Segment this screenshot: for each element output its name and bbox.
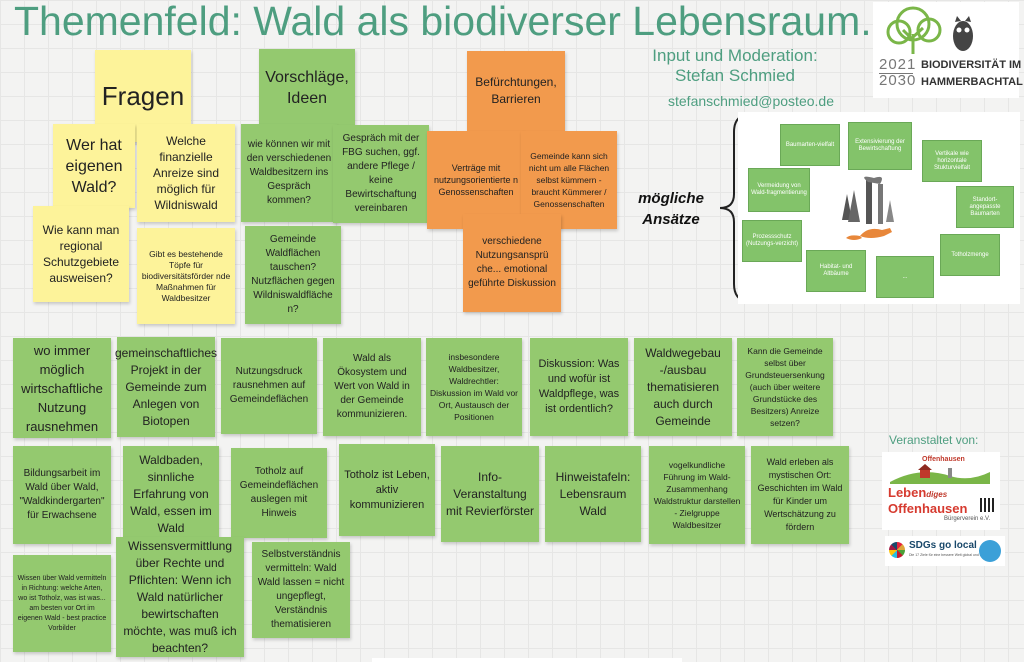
ansatz-extensivierung: Extensivierung der Bewirtschaftung xyxy=(848,122,912,170)
org-place: Offenhausen xyxy=(922,456,965,463)
note-rechte-pflichten[interactable]: Wissensvermittlung über Rechte und Pflic… xyxy=(116,537,244,657)
partner-logo-icon xyxy=(979,540,1001,562)
note-totholz-leben[interactable]: Totholz ist Leben, aktiv kommunizieren xyxy=(339,444,435,536)
note-hinweistafeln[interactable]: Hinweistafeln: Lebensraum Wald xyxy=(545,446,641,542)
moderator-email: stefanschmied@posteo.de xyxy=(668,93,834,109)
note-revierfoerster[interactable]: Info-Veranstaltung mit Revierförster xyxy=(441,446,539,542)
note-totholz-auslegen[interactable]: Totholz auf Gemeindeflächen auslegen mit… xyxy=(231,448,327,538)
bottom-strip xyxy=(372,658,682,662)
ansatz-vermeidung: Vermeidung von Wald-fragmentierung xyxy=(748,168,810,212)
note-fbg[interactable]: Gespräch mit der FBG suchen, ggf. andere… xyxy=(333,125,429,223)
sdg-wheel-icon xyxy=(889,542,905,558)
ansatz-baumartenvielfalt: Baumarten-vielfalt xyxy=(780,124,840,166)
moderator-name: Stefan Schmied xyxy=(674,66,795,85)
note-selbstverstaendnis[interactable]: Selbstverständnis vermitteln: Wald Wald … xyxy=(252,542,350,638)
note-biotope[interactable]: gemeinschaftliches Projekt in der Gemein… xyxy=(115,337,217,437)
note-waldbesitzer-gespraech[interactable]: wie können wir mit den verschiedenen Wal… xyxy=(241,124,337,222)
note-befuerchtungen[interactable]: Befürchtungen, Barrieren xyxy=(467,51,565,131)
note-schutzgebiete[interactable]: Wie kann man regional Schutzgebiete ausw… xyxy=(33,206,129,302)
veranstalter-label: Veranstaltet von: xyxy=(889,433,979,447)
ansatz-prozessschutz: Prozessschutz (Nutzungs-verzicht) xyxy=(742,220,802,262)
note-oekosystem[interactable]: Wald als Ökosystem und Wert von Wald in … xyxy=(323,338,421,436)
note-waldbaden[interactable]: Waldbaden, sinnliche Erfahrung von Wald,… xyxy=(123,446,219,542)
ansatz-standort: Standort-angepasste Baumarten xyxy=(956,186,1014,228)
note-vertraege[interactable]: Verträge mit nutzungsorientierte n Genos… xyxy=(427,131,525,229)
sdg-logo: SDGs go local Die 17 Ziele für eine bess… xyxy=(885,536,1005,566)
note-bildungsarbeit[interactable]: Bildungsarbeit im Wald über Wald, "Waldk… xyxy=(13,446,111,544)
note-waldpflege[interactable]: Diskussion: Was und wofür ist Waldpflege… xyxy=(530,338,628,436)
note-nutzungsdruck[interactable]: Nutzungsdruck rausnehmen auf Gemeindeflä… xyxy=(221,338,317,434)
ansaetze-diagram: Baumarten-vielfalt Extensivierung der Be… xyxy=(738,112,1020,304)
tree-owl-icon xyxy=(886,6,973,54)
page-title: Themenfeld: Wald als biodiverser Lebensr… xyxy=(14,0,872,44)
note-kuemmerer[interactable]: Gemeinde kann sich nicht um alle Flächen… xyxy=(521,131,617,229)
brace-icon xyxy=(719,113,749,303)
note-waldrechtler[interactable]: insbesondere Waldbesitzer, Waldrechtler:… xyxy=(426,338,522,436)
note-nutzungsansprueche[interactable]: verschiedene Nutzungsansprü che... emoti… xyxy=(463,214,561,312)
forest-fox-icon xyxy=(842,176,894,240)
org-sub: Bürgerverein e.V. xyxy=(944,516,991,522)
ansatz-ellipsis: ... xyxy=(876,256,934,298)
note-waldwegebau[interactable]: Waldwegebau -/ausbau thematisieren auch … xyxy=(634,338,732,436)
ansatz-vertikale: Vertikale wie horizontale Stukturvielfal… xyxy=(922,140,982,182)
note-grundsteuer[interactable]: Kann die Gemeinde selbst über Grundsteue… xyxy=(737,338,833,436)
sdg-title: SDGs go local xyxy=(909,540,977,551)
note-mystisch[interactable]: Wald erleben als mystischen Ort: Geschic… xyxy=(751,446,849,544)
ansaetze-label: mögliche Ansätze xyxy=(638,190,704,228)
qr-code-icon xyxy=(980,498,994,512)
note-rausnehmen[interactable]: wo immer möglich wirtschaftliche Nutzung… xyxy=(13,338,111,438)
note-vorschlaege[interactable]: Vorschläge, Ideen xyxy=(259,49,355,127)
note-wer-hat-wald[interactable]: Wer hat eigenen Wald? xyxy=(53,124,135,208)
moderation-info: Input und Moderation: Stefan Schmied xyxy=(640,46,830,86)
ansatz-habitat: Habitat- und Altbäume xyxy=(806,250,866,292)
note-wissen-richtung[interactable]: Wissen über Wald vermitteln in Richtung:… xyxy=(13,555,111,652)
village-icon xyxy=(890,464,990,484)
ansatz-totholz: Totholzmenge xyxy=(940,234,1000,276)
sdg-sub: Die 17 Ziele für eine bessere Welt globa… xyxy=(909,553,987,557)
note-vogelkundlich[interactable]: vogelkundliche Führung im Wald-Zusammenh… xyxy=(649,446,745,544)
note-anreize[interactable]: Welche finanzielle Anreize sind möglich … xyxy=(137,124,235,222)
moderation-label: Input und Moderation: xyxy=(652,46,818,65)
note-tauschen[interactable]: Gemeinde Waldflächen tauschen? Nutzfläch… xyxy=(245,226,341,324)
note-toepfe[interactable]: Gibt es bestehende Töpfe für biodiversit… xyxy=(137,228,235,324)
